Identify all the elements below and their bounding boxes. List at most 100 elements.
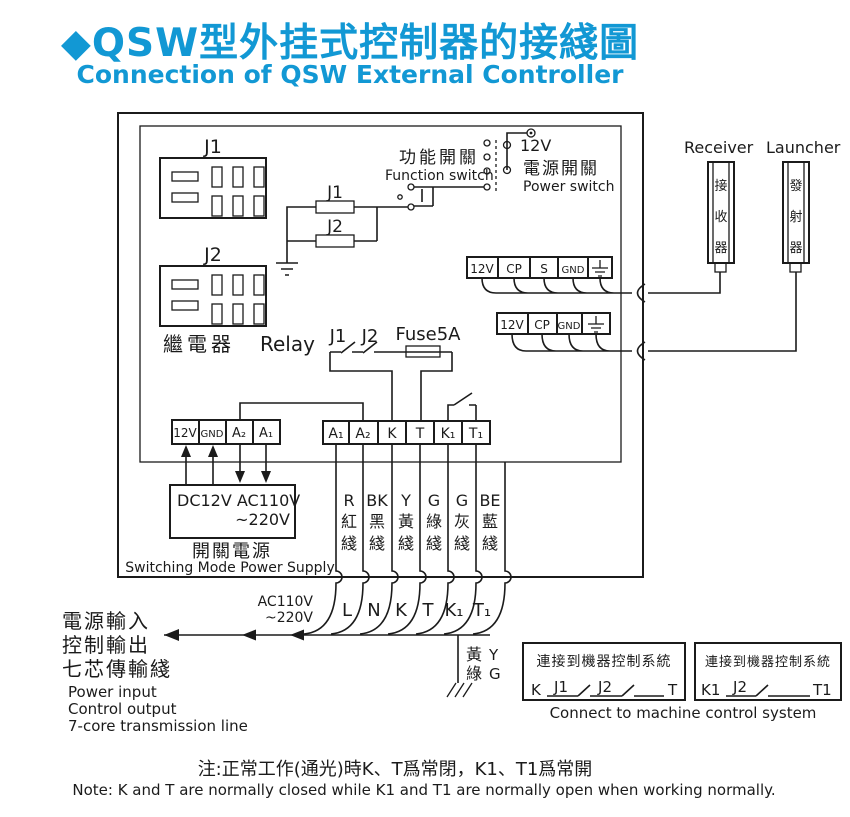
launcher-zh-1: 發 xyxy=(789,179,802,194)
io-en-2: Control output xyxy=(68,700,177,718)
transmission-bus: AC110V ~220V L N K T K₁ T₁ xyxy=(164,594,491,641)
pwr-strip-a1: A₁ xyxy=(259,426,273,441)
pwr-strip-a2: A₂ xyxy=(232,426,246,441)
wire3-code: Y xyxy=(400,491,411,510)
wire6-zh1: 藍 xyxy=(482,512,498,531)
page-title: ◆QSW型外挂式控制器的接綫圖 xyxy=(60,21,640,66)
core-t1: T₁ xyxy=(472,600,491,621)
receiver-zh-1: 接 xyxy=(714,178,727,194)
psu-line2: ~220V xyxy=(235,510,290,529)
wire-color-labels: R 紅 綫 BK 黑 綫 Y 黃 綫 G 綠 綫 G 灰 綫 BE 藍 綫 xyxy=(341,491,501,553)
launcher-zh-2: 射 xyxy=(789,209,802,225)
machine-box2-k1: K1 xyxy=(701,681,720,699)
rx-strip-12v: 12V xyxy=(470,262,494,276)
core-k1: K₁ xyxy=(444,600,463,621)
pwr-strip-12v: 12V xyxy=(173,426,197,440)
wire2-zh1: 黑 xyxy=(369,512,385,531)
machine-box-2: 連接到機器控制系統 K1 J2 T1 xyxy=(694,642,842,701)
j1-connector-block: J1 xyxy=(159,136,267,219)
core-l: L xyxy=(342,600,352,621)
power-switch-label-zh: 電源開關 xyxy=(523,159,599,179)
psu-label-zh: 開關電源 xyxy=(192,541,272,562)
pwr-strip-gnd: GND xyxy=(201,429,224,440)
wire2-code: BK xyxy=(366,491,388,510)
core-n: N xyxy=(367,600,380,621)
machine-box-1: 連接到機器控制系統 K J1 J2 T xyxy=(522,642,686,701)
rx-strip-s: S xyxy=(540,262,548,276)
output-terminal-strip: A₁ A₂ K T K₁ T₁ xyxy=(322,420,491,445)
machine-box1-j1: J1 xyxy=(553,678,568,696)
machine-box1-t: T xyxy=(667,681,678,699)
machine-box2-title: 連接到機器控制系統 xyxy=(705,654,831,670)
wire4-zh2: 綫 xyxy=(426,534,442,553)
earth-en2: G xyxy=(489,665,501,683)
launcher-label: Launcher xyxy=(766,138,841,157)
cable-ac2: ~220V xyxy=(265,610,313,626)
k1-t1-contact xyxy=(447,392,477,421)
tx-strip-gnd: GND xyxy=(558,321,581,332)
rx-strip-gnd: GND xyxy=(562,265,585,276)
machine-box1-k: K xyxy=(531,681,542,699)
machine-box1-j2: J2 xyxy=(597,678,612,696)
earth-zh2: 綠 xyxy=(466,664,482,683)
psu-line1: DC12V AC110V xyxy=(177,491,300,510)
machine-caption: Connect to machine control system xyxy=(550,704,817,722)
plug-connector-icon xyxy=(636,341,646,361)
wire5-code: G xyxy=(456,491,468,510)
io-zh-1: 電源輸入 xyxy=(62,609,150,633)
tx-strip-12v: 12V xyxy=(500,318,524,332)
cable-ac1: AC110V xyxy=(258,594,314,610)
machine-box2-j2: J2 xyxy=(732,678,747,696)
relay-coils: J1 J2 xyxy=(276,183,408,276)
out-strip-a2: A₂ xyxy=(355,426,370,442)
j2-connector-block: J2 繼電器 Relay xyxy=(159,244,315,356)
core-wires xyxy=(303,444,512,635)
wire6-zh2: 綫 xyxy=(482,534,498,553)
function-switch-label-zh: 功能開關 xyxy=(399,148,479,168)
receiver-zh-3: 器 xyxy=(714,241,727,256)
contact-j2-label: J2 xyxy=(361,326,379,347)
wire4-zh1: 綠 xyxy=(426,512,442,531)
notes: 注:正常工作(通光)時K、T爲常閉，K1、T1爲常開 Note: K and T… xyxy=(72,759,775,799)
wire2-zh2: 綫 xyxy=(369,534,385,553)
coil-j1-label: J1 xyxy=(326,183,343,203)
fuse-contact-circuit: J1 J2 Fuse5A xyxy=(329,324,461,421)
io-labels: 電源輸入 控制輸出 七芯傳輸綫 Power input Control outp… xyxy=(62,609,248,735)
launcher-device: Launcher 發 射 器 xyxy=(648,138,841,352)
function-switch-label-en: Function switch xyxy=(385,168,494,184)
power-switch-label-en: Power switch xyxy=(523,179,614,195)
core-t: T xyxy=(422,600,435,621)
note-en: Note: K and T are normally closed while … xyxy=(72,781,775,799)
machine-box2-t1: T1 xyxy=(812,681,832,699)
power-switch-icon xyxy=(483,128,536,191)
earth-zh1: 黃 xyxy=(466,645,482,664)
earth-core: 黃 Y 綠 G xyxy=(446,635,501,698)
wire5-zh2: 綫 xyxy=(454,534,470,553)
earth-ground-icon xyxy=(276,262,298,276)
function-switch-icon xyxy=(397,183,484,211)
earth-ground-icon xyxy=(588,316,604,333)
launcher-zh-3: 器 xyxy=(789,241,802,256)
plug-connector-icon xyxy=(636,283,646,303)
power-terminal-strip: 12V GND A₂ A₁ xyxy=(171,419,281,445)
receiver-label: Receiver xyxy=(684,138,754,157)
chassis-ground-icon xyxy=(446,682,473,698)
io-en-1: Power input xyxy=(68,683,157,701)
earth-ground-icon xyxy=(592,260,608,277)
io-zh-2: 控制輸出 xyxy=(62,633,150,657)
j2-block-label: J2 xyxy=(203,244,222,266)
receiver-device: Receiver 接 收 器 xyxy=(648,138,754,294)
relay-label-en: Relay xyxy=(260,332,315,356)
wire1-zh1: 紅 xyxy=(341,512,357,531)
coil-j2-label: J2 xyxy=(326,217,343,237)
j1-block-label: J1 xyxy=(203,136,222,158)
wire6-code: BE xyxy=(479,491,500,510)
function-switch: 功能開關 Function switch xyxy=(385,148,494,211)
wire5-zh1: 灰 xyxy=(454,512,470,531)
io-zh-3: 七芯傳輸綫 xyxy=(62,657,172,681)
power-switch-voltage: 12V xyxy=(520,136,551,155)
page-subtitle: Connection of QSW External Controller xyxy=(76,60,624,89)
wire1-code: R xyxy=(343,491,354,510)
out-strip-t: T xyxy=(415,426,425,442)
